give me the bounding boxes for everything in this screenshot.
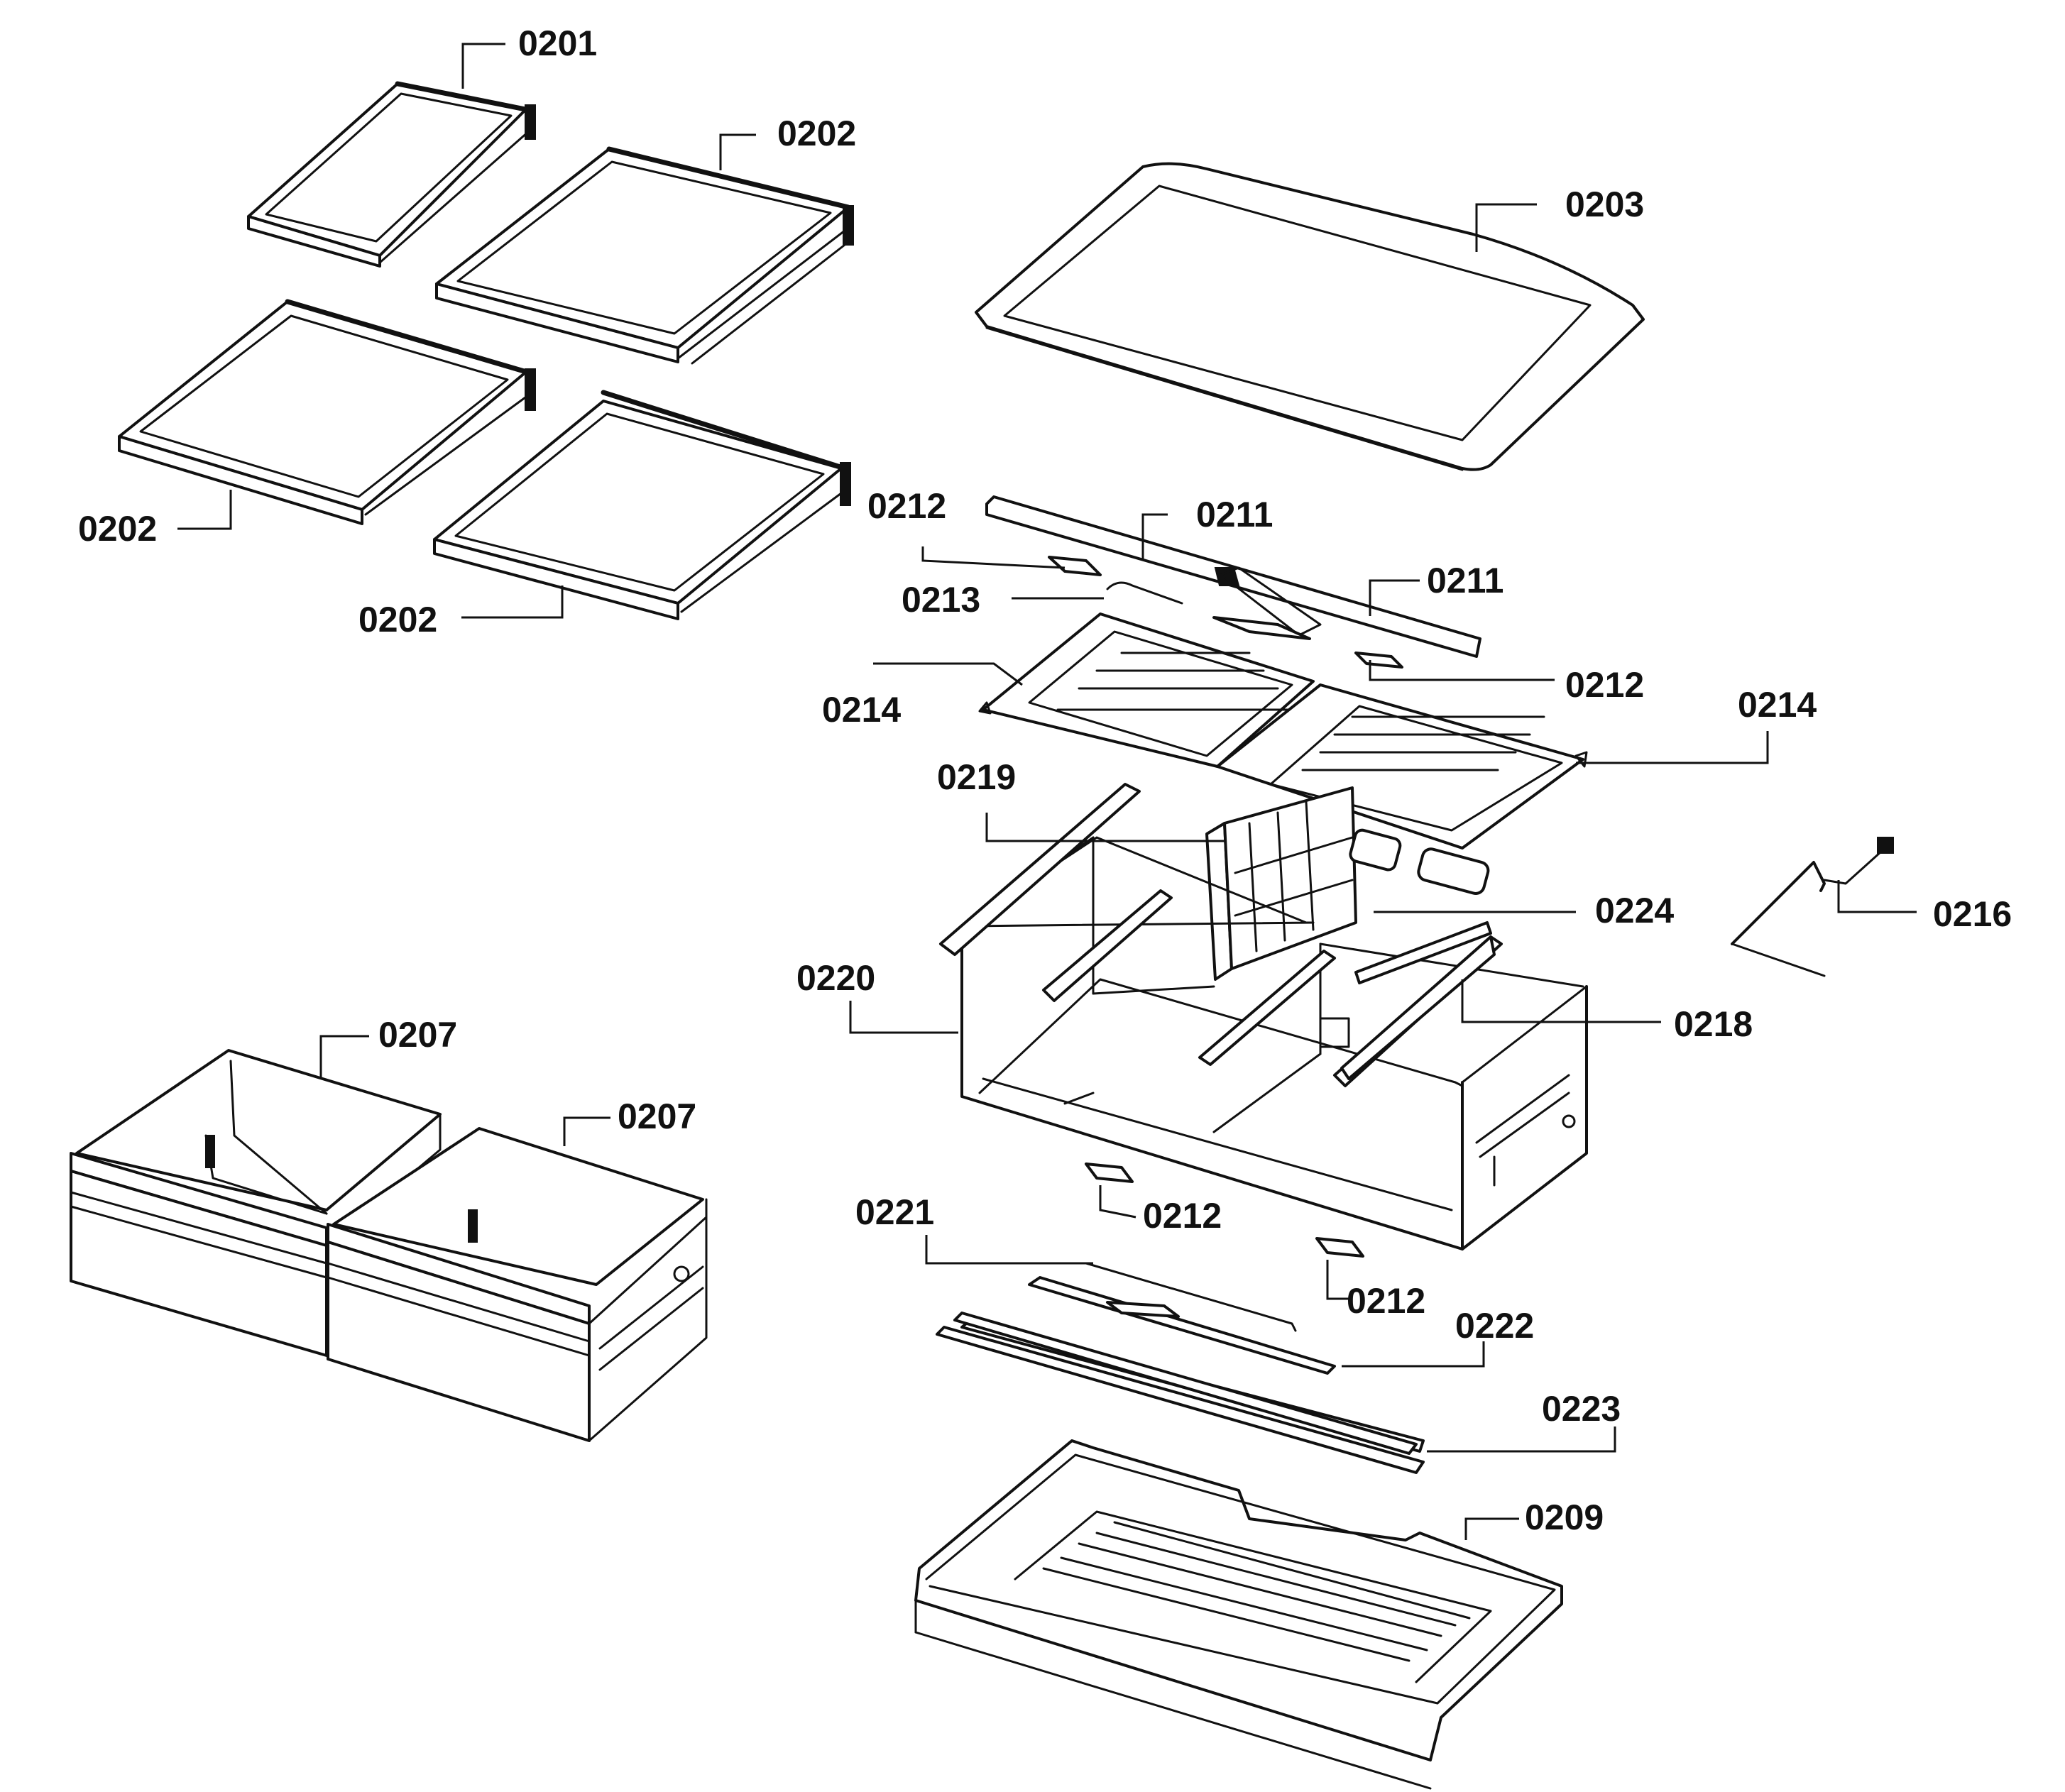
sensor-0216 <box>1731 837 1894 977</box>
rack-0219 <box>1205 786 1357 981</box>
plate-0221 <box>1085 1262 1297 1332</box>
callout-0207-left: 0207 <box>378 1015 457 1055</box>
channel-0224 <box>1349 828 1490 895</box>
callout-0219: 0219 <box>937 757 1016 797</box>
cover-0203 <box>975 162 1645 471</box>
shelf-0202-lower <box>433 390 851 620</box>
callout-0201: 0201 <box>518 23 597 63</box>
shelf-0201 <box>247 81 536 268</box>
shelf-0202-left <box>118 299 536 525</box>
bracket-0212-lower-left <box>1085 1162 1134 1183</box>
bracket-0212-top <box>1048 556 1102 576</box>
leader-lines <box>177 43 1917 1540</box>
plate-0223 <box>936 1312 1425 1474</box>
housing-0220 <box>960 836 1588 1250</box>
callout-0213: 0213 <box>902 580 980 620</box>
callout-0212-lower-right: 0212 <box>1347 1281 1425 1321</box>
callout-0212-top: 0212 <box>867 486 946 526</box>
shelf-0202-upper <box>435 146 854 365</box>
callout-0214-right: 0214 <box>1738 685 1817 725</box>
callout-0207-right: 0207 <box>618 1096 696 1136</box>
callout-0202-upper: 0202 <box>777 114 856 153</box>
bracket-0212-right <box>1354 652 1403 669</box>
frame-0214-right <box>1216 683 1588 850</box>
slide-0218 <box>939 783 1503 1087</box>
callout-0212-right: 0212 <box>1565 665 1644 705</box>
frame-0214-left <box>978 612 1315 768</box>
callout-0223: 0223 <box>1542 1389 1621 1429</box>
rail-0211 <box>985 495 1481 658</box>
bracket-0212-lower-right <box>1315 1237 1364 1258</box>
pan-0209 <box>914 1439 1563 1790</box>
callout-0212-lower-left: 0212 <box>1143 1196 1222 1236</box>
callout-0224: 0224 <box>1595 891 1674 930</box>
drawer-0207-right <box>327 1127 708 1442</box>
callout-0211-top: 0211 <box>1196 495 1273 534</box>
callout-0211-right: 0211 <box>1427 561 1503 600</box>
callout-0216: 0216 <box>1933 894 2012 934</box>
wire-0213 <box>1106 581 1183 605</box>
callout-0202-left: 0202 <box>78 509 157 549</box>
callout-0209: 0209 <box>1525 1497 1604 1537</box>
callout-0202-lower: 0202 <box>358 600 437 639</box>
callout-0220: 0220 <box>796 958 875 998</box>
callout-0218: 0218 <box>1674 1004 1753 1044</box>
callout-0203: 0203 <box>1565 185 1644 224</box>
callout-0214-left: 0214 <box>822 690 901 730</box>
callout-0222: 0222 <box>1455 1306 1534 1346</box>
callout-labels: 0201 0202 0202 0202 0203 0212 0211 0213 … <box>78 23 2012 1537</box>
callout-0221: 0221 <box>855 1192 934 1232</box>
